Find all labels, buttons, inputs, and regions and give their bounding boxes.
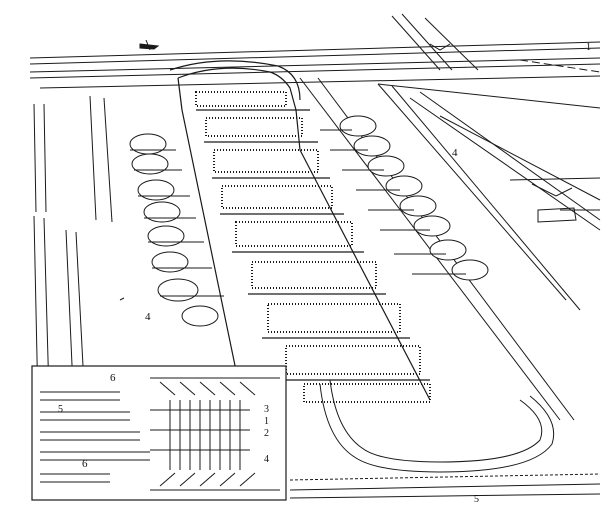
- callout-main-top-right: 1: [586, 42, 591, 53]
- callout-inset-right-b: 1: [264, 416, 269, 427]
- apron-stipple: [195, 91, 431, 403]
- callout-inset-bottom: 6: [82, 458, 88, 470]
- callout-main-bottom: 5: [474, 494, 479, 505]
- callout-inset-top: 6: [110, 372, 116, 384]
- right-gate-piers: [320, 115, 489, 281]
- callout-main-right: 4: [452, 147, 458, 159]
- top-highway: [29, 13, 601, 89]
- inset-plan: [31, 365, 287, 501]
- small-aircraft-icon: [139, 39, 160, 51]
- callout-inset-right-d: 4: [264, 454, 269, 465]
- lower-loop-road: [289, 379, 601, 499]
- callout-inset-right-c: 2: [264, 428, 269, 439]
- left-gate-piers: [129, 133, 224, 327]
- callout-labels: 1 4 4 5 6 6 3 1 2 4 5: [58, 42, 591, 505]
- callout-inset-right-a: 3: [264, 404, 269, 415]
- callout-inset-left: 5: [58, 404, 63, 415]
- callout-main-left: 4: [145, 311, 151, 323]
